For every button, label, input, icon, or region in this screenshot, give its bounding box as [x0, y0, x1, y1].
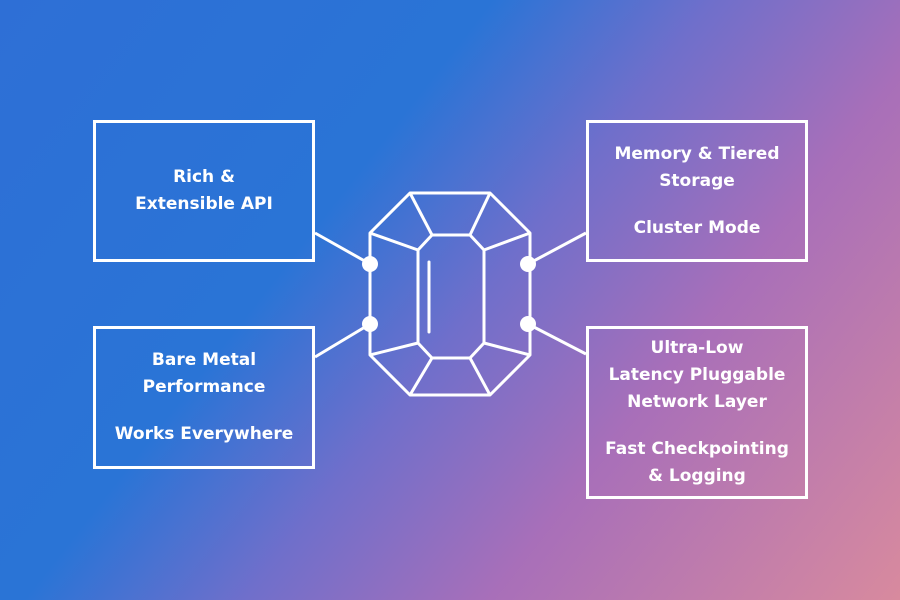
connector-top-right	[527, 231, 587, 266]
octagonal-gem-icon	[368, 191, 532, 397]
feature-label: Cluster Mode	[633, 217, 761, 238]
connector-bottom-left	[314, 322, 371, 359]
connector-bottom-right	[527, 322, 587, 356]
feature-card-top-right: Memory & Tiered Storage Cluster Mode	[586, 120, 808, 262]
junction-dot-top-left	[362, 256, 378, 272]
feature-label: Memory & Tiered Storage	[614, 143, 780, 191]
feature-card-bottom-left: Bare Metal Performance Works Everywhere	[93, 326, 315, 469]
junction-dot-bottom-right	[520, 316, 536, 332]
feature-label: Ultra-Low Latency Pluggable Network Laye…	[608, 338, 786, 412]
connector-lines	[314, 231, 587, 359]
junction-dot-bottom-left	[362, 316, 378, 332]
feature-label: Fast Checkpointing & Logging	[605, 439, 789, 486]
junction-dot-top-right	[520, 256, 536, 272]
feature-label: Bare Metal Performance	[142, 350, 266, 397]
feature-label: Works Everywhere	[114, 424, 294, 444]
feature-label: Rich & Extensible API	[135, 167, 273, 214]
junction-dots	[362, 256, 536, 332]
connector-top-left	[314, 231, 371, 266]
feature-card-top-left: Rich & Extensible API	[93, 120, 315, 262]
feature-card-bottom-right: Ultra-Low Latency Pluggable Network Laye…	[586, 326, 808, 499]
